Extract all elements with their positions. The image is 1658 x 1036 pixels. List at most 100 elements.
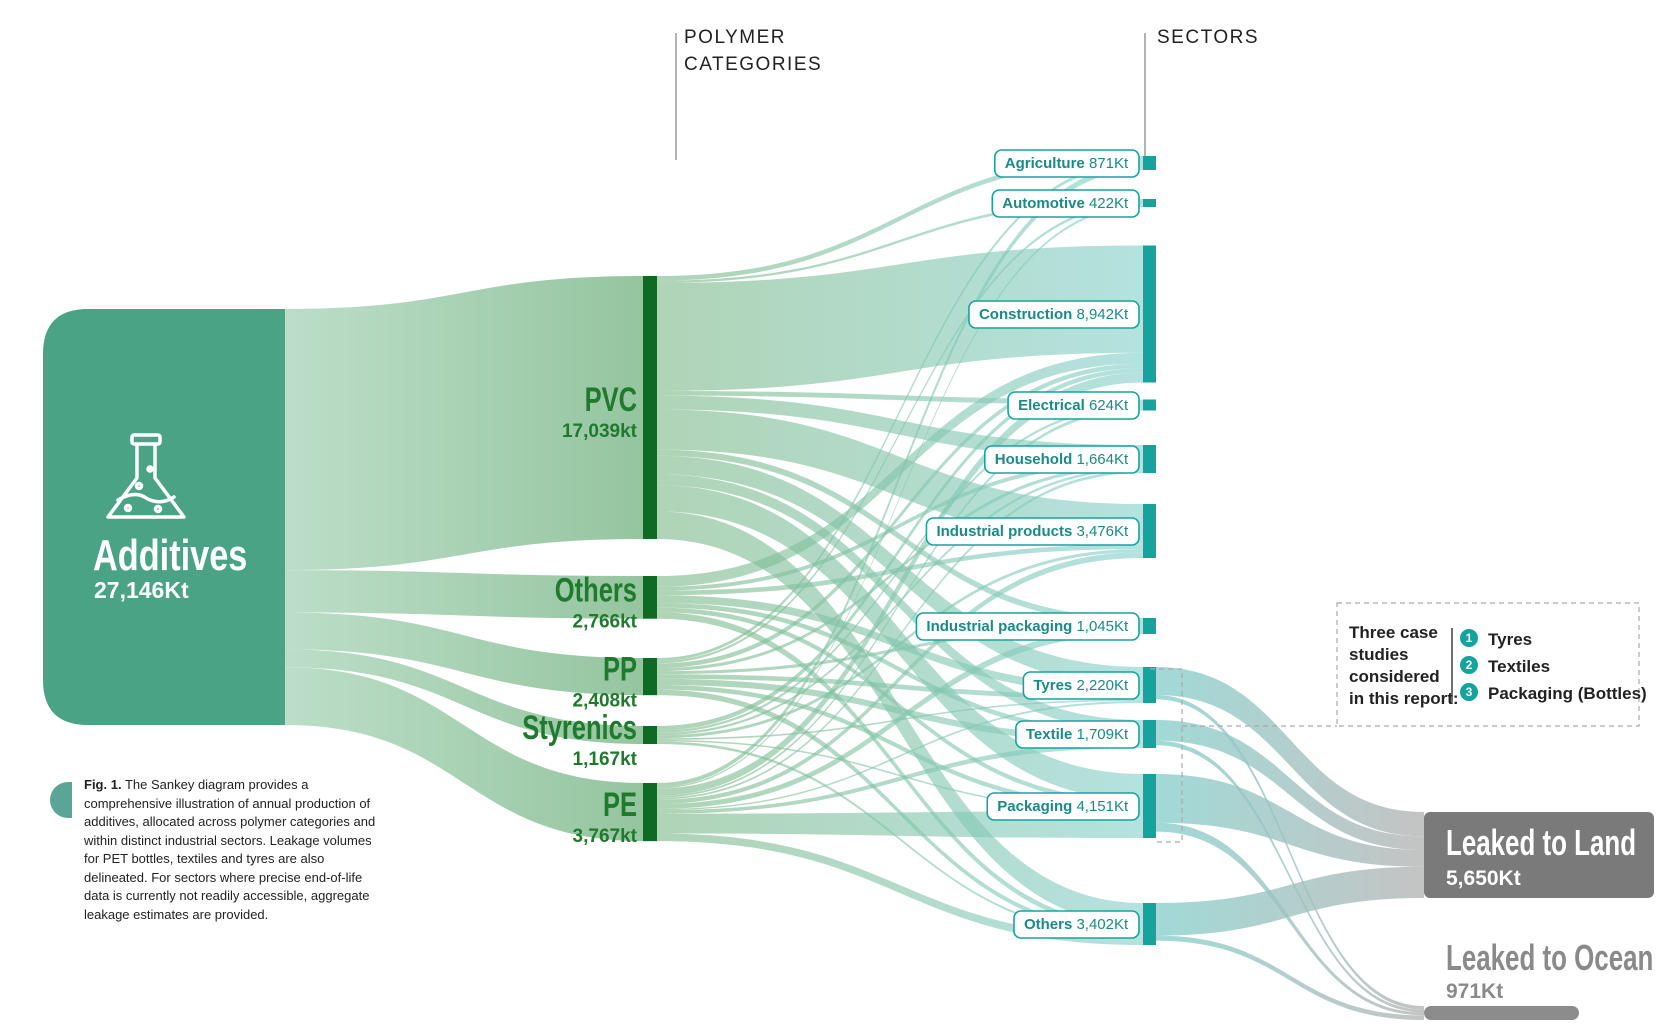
sector-bar-construction [1143, 245, 1156, 383]
sector-value-tyres: 2,220Kt [1076, 677, 1129, 694]
flask-icon [106, 433, 186, 519]
polymer-nodes: PVC17,039ktOthers2,766ktPP2,408ktStyreni… [522, 276, 657, 847]
case-intro-line-2: studies [1349, 645, 1409, 664]
flow-pp-to-automotive [657, 201, 1143, 664]
sector-node-packaging: Packaging 4,151Kt [986, 774, 1156, 838]
flow-additives-to-styrenics [285, 649, 643, 745]
flow-others-to-textile [657, 603, 1143, 737]
sector-name-agriculture: Agriculture [1005, 155, 1089, 172]
sector-label-automotive: Automotive 422Kt [1002, 195, 1129, 212]
sector-node-agriculture: Agriculture 871Kt [993, 149, 1156, 178]
sector-name-others: Others [1024, 916, 1077, 933]
sector-name-textile: Textile [1026, 726, 1077, 743]
flows-additives-to-polymers [285, 276, 643, 842]
polymer-bar-pe [643, 783, 657, 842]
sector-label-tyres: Tyres 2,220Kt [1033, 677, 1129, 694]
sector-node-household: Household 1,664Kt [983, 445, 1156, 474]
sector-value-industrial-packaging: 1,045Kt [1076, 618, 1129, 635]
polymer-bar-pvc [643, 276, 657, 539]
flow-others-to-leaked-to-land [1156, 866, 1424, 936]
source-node-additives: Additives 27,146Kt [43, 309, 285, 725]
flow-pe-to-automotive [657, 204, 1143, 789]
sector-name-industrial-products: Industrial products [936, 523, 1076, 540]
flows-sectors-to-leakage [1156, 667, 1424, 1020]
sector-node-tyres: Tyres 2,220Kt [1022, 667, 1156, 703]
caption-text: The Sankey diagram provides a comprehens… [84, 777, 376, 922]
sector-name-automotive: Automotive [1002, 195, 1089, 212]
flow-packaging-to-leaked-to-ocean [1156, 822, 1424, 1016]
sector-bar-agriculture [1143, 156, 1156, 170]
case-number-2: 2 [1466, 658, 1473, 672]
figure-caption: Fig. 1. The Sankey diagram provides a co… [84, 776, 384, 924]
sector-bar-electrical [1143, 399, 1156, 411]
polymer-value-others: 2,766kt [573, 611, 638, 632]
flow-textile-to-leaked-to-land [1156, 720, 1424, 851]
flow-styrenics-to-others [657, 741, 1143, 937]
sector-name-household: Household [995, 451, 1077, 468]
sector-label-construction: Construction 8,942Kt [979, 306, 1129, 323]
flow-tyres-to-leaked-to-land [1156, 667, 1424, 837]
polymer-bar-styrenics [643, 726, 657, 745]
output-name-leaked-to-ocean: Leaked to Ocean [1446, 938, 1653, 978]
header-sectors: SECTORS [1157, 27, 1259, 48]
case-study-bracket [1150, 602, 1640, 843]
sector-label-pill [1013, 910, 1140, 939]
flow-pe-to-tyres [657, 701, 1143, 811]
header-polymer-line1: POLYMER [684, 27, 786, 48]
flow-pe-to-textile [657, 742, 1143, 814]
sector-label-pill [1022, 671, 1140, 700]
flow-styrenics-to-electrical [657, 404, 1143, 733]
sector-name-industrial-packaging: Industrial packaging [926, 618, 1076, 635]
output-name-leaked-to-land: Leaked to Land [1446, 823, 1636, 863]
sector-label-pill [993, 149, 1140, 178]
flow-pvc-to-construction [657, 245, 1143, 391]
sector-node-textile: Textile 1,709Kt [1015, 720, 1156, 749]
flow-pp-to-agriculture [657, 160, 1143, 662]
sector-bar-packaging [1143, 774, 1156, 838]
sector-label-pill [1007, 391, 1140, 420]
case-intro-line-4: in this report: [1349, 689, 1459, 708]
output-bar-leaked-to-land [1424, 812, 1654, 898]
sector-label-others: Others 3,402Kt [1024, 916, 1129, 933]
flows-polymers-to-sectors [657, 156, 1143, 945]
polymer-bar-others [643, 576, 657, 619]
sector-name-electrical: Electrical [1018, 397, 1089, 414]
sector-value-household: 1,664Kt [1076, 451, 1129, 468]
sector-value-others: 3,402Kt [1076, 916, 1129, 933]
flow-pvc-to-household [657, 395, 1143, 461]
sector-label-textile: Textile 1,709Kt [1026, 726, 1129, 743]
sector-node-industrial-products: Industrial products 3,476Kt [925, 504, 1156, 558]
sector-label-pill [991, 189, 1140, 218]
flow-styrenics-to-household [657, 467, 1143, 736]
polymer-value-pe: 3,767kt [573, 826, 638, 847]
polymer-name-styrenics: Styrenics [522, 710, 637, 747]
flow-styrenics-to-packaging [657, 739, 1143, 812]
flow-pe-to-electrical [657, 407, 1143, 798]
sector-label-pill [986, 792, 1140, 821]
flow-styrenics-to-industrial-products [657, 549, 1143, 739]
polymer-name-pp: PP [603, 651, 637, 688]
sector-node-automotive: Automotive 422Kt [991, 189, 1156, 218]
polymer-name-pe: PE [603, 787, 637, 824]
flow-pvc-to-automotive [657, 199, 1143, 283]
sector-label-agriculture: Agriculture 871Kt [1005, 155, 1129, 172]
sector-node-industrial-packaging: Industrial packaging 1,045Kt [915, 612, 1156, 641]
caption-lead: Fig. 1. [84, 777, 122, 792]
flow-pe-to-industrial-packaging [657, 627, 1143, 809]
sector-node-electrical: Electrical 624Kt [1007, 391, 1156, 420]
flow-additives-to-pp [285, 612, 643, 696]
sector-bar-others [1143, 903, 1156, 945]
flow-pe-to-industrial-products [657, 552, 1143, 804]
case-item-textiles: Textiles [1488, 657, 1550, 676]
sector-label-industrial-packaging: Industrial packaging 1,045Kt [926, 618, 1129, 635]
sector-label-pill [983, 445, 1140, 474]
column-headers: POLYMER CATEGORIES SECTORS [675, 27, 1259, 160]
sector-label-pill [1015, 720, 1140, 749]
sector-node-others: Others 3,402Kt [1013, 903, 1156, 945]
flow-pp-to-others [657, 689, 1143, 935]
sector-label-packaging: Packaging 4,151Kt [997, 798, 1129, 815]
